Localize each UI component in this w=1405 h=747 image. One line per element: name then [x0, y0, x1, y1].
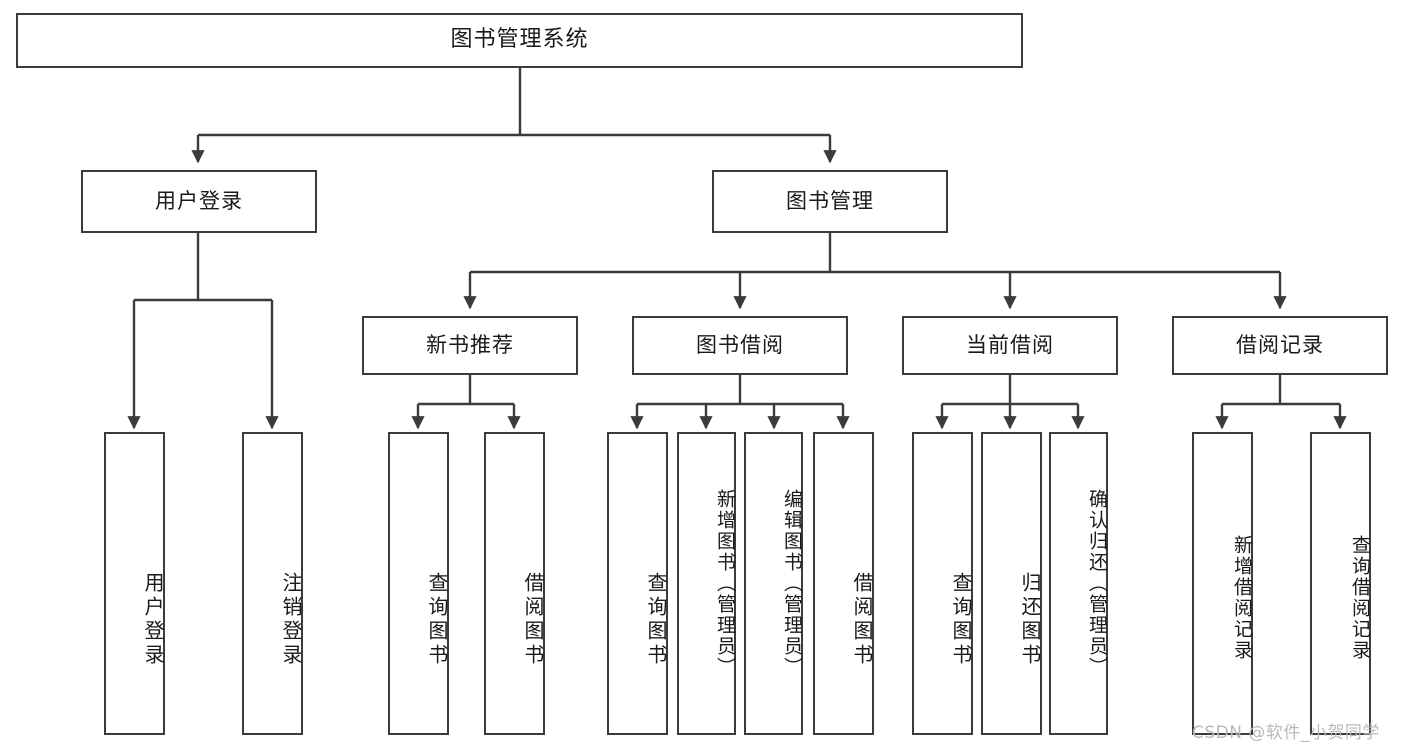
- node-book-management[interactable]: 图书管理: [712, 170, 948, 233]
- leaf-borrow-query-book[interactable]: 查询图书: [607, 432, 668, 735]
- leaf-recommend-query-book[interactable]: 查询图书: [388, 432, 449, 735]
- node-book-borrow[interactable]: 图书借阅: [632, 316, 848, 375]
- leaf-borrow-borrow-book[interactable]: 借阅图书: [813, 432, 874, 735]
- csdn-watermark: CSDN @软件_小贺同学: [1192, 723, 1380, 743]
- leaf-current-confirm-return-admin[interactable]: 确认归还（管理员）: [1049, 432, 1108, 735]
- node-new-book-recommend[interactable]: 新书推荐: [362, 316, 578, 375]
- leaf-borrow-add-book-admin[interactable]: 新增图书（管理员）: [677, 432, 736, 735]
- leaf-current-query-book[interactable]: 查询图书: [912, 432, 973, 735]
- leaf-records-add-record[interactable]: 新增借阅记录: [1192, 432, 1253, 735]
- leaf-borrow-edit-book-admin[interactable]: 编辑图书（管理员）: [744, 432, 803, 735]
- node-root-system[interactable]: 图书管理系统: [16, 13, 1023, 68]
- leaf-recommend-borrow-book[interactable]: 借阅图书: [484, 432, 545, 735]
- node-borrow-records[interactable]: 借阅记录: [1172, 316, 1388, 375]
- leaf-current-return-book[interactable]: 归还图书: [981, 432, 1042, 735]
- leaf-user-login-signin[interactable]: 用户登录: [104, 432, 165, 735]
- node-current-borrow[interactable]: 当前借阅: [902, 316, 1118, 375]
- leaf-user-login-signout[interactable]: 注销登录: [242, 432, 303, 735]
- node-user-login[interactable]: 用户登录: [81, 170, 317, 233]
- leaf-records-query-record[interactable]: 查询借阅记录: [1310, 432, 1371, 735]
